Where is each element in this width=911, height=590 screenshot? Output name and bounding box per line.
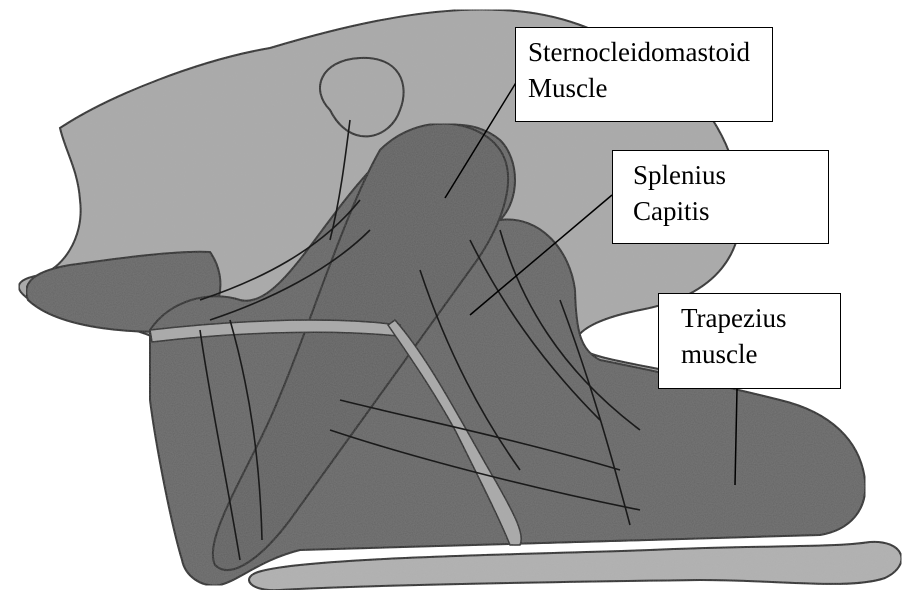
label-trapezius-line1: Trapezius — [681, 300, 828, 336]
label-splenius-capitis: Splenius Capitis — [612, 150, 829, 244]
label-splenius-line1: Splenius — [633, 157, 816, 193]
label-trapezius-line2: muscle — [681, 336, 828, 372]
label-sternocleidomastoid: Sternocleidomastoid Muscle — [515, 27, 773, 122]
label-sternocleidomastoid-line2: Muscle — [528, 70, 760, 106]
label-sternocleidomastoid-line1: Sternocleidomastoid — [528, 34, 760, 70]
label-trapezius: Trapezius muscle — [658, 293, 841, 389]
label-splenius-line2: Capitis — [633, 193, 816, 229]
